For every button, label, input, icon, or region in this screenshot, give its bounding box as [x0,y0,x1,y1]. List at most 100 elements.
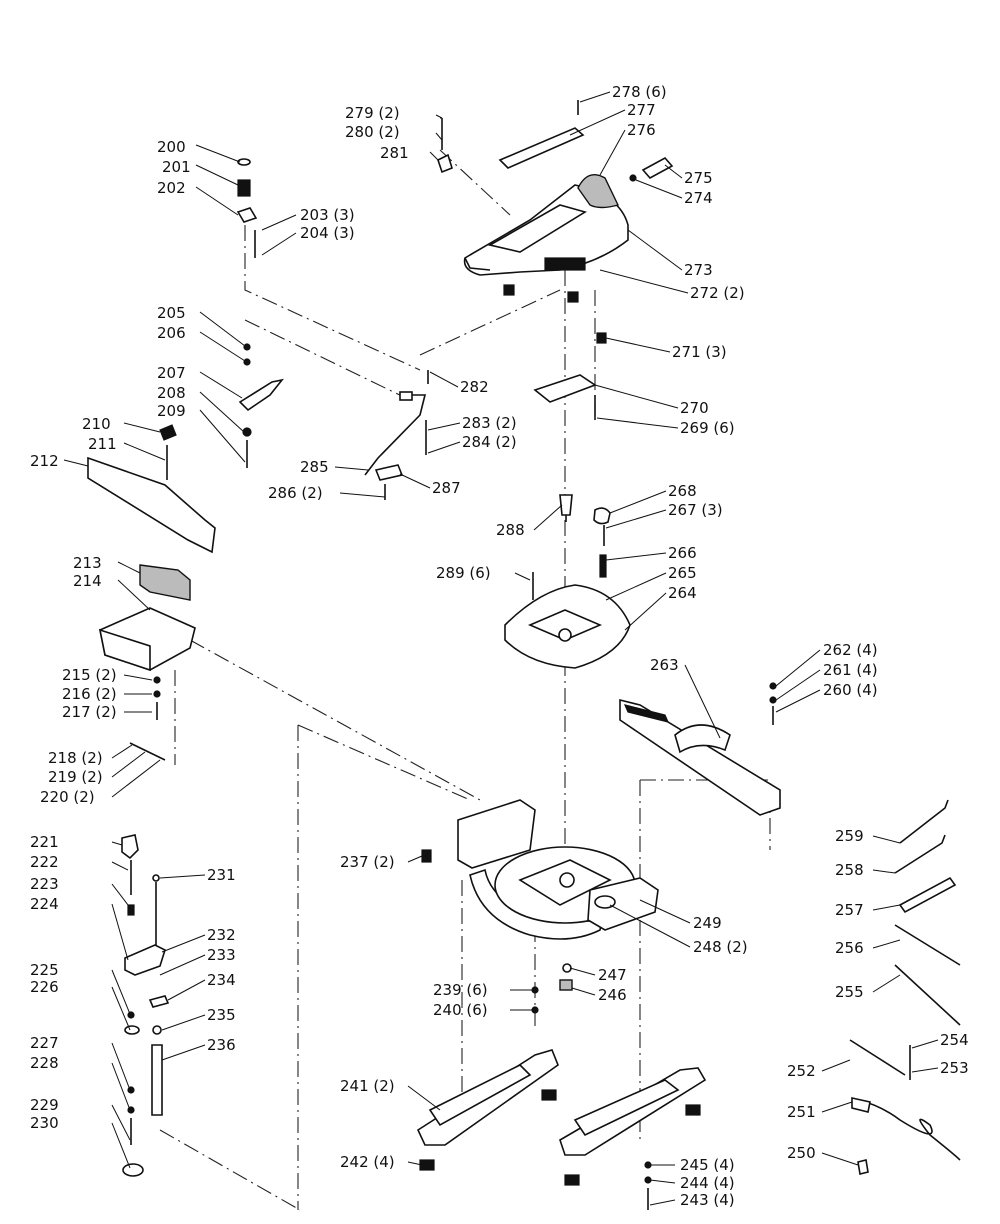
label-283: 283 (2) [462,414,517,432]
label-244: 244 (4) [680,1174,735,1192]
label-245: 245 (4) [680,1156,735,1174]
label-237: 237 (2) [340,853,395,871]
label-243: 243 (4) [680,1191,735,1209]
label-265: 265 [668,564,697,582]
label-264: 264 [668,584,697,602]
label-276: 276 [627,121,656,139]
label-225: 225 [30,961,59,979]
label-277: 277 [627,101,656,119]
label-222: 222 [30,853,59,871]
label-239: 239 (6) [433,981,488,999]
label-246: 246 [598,986,627,1004]
label-260: 260 (4) [823,681,878,699]
label-208: 208 [157,384,186,402]
label-288: 288 [496,521,525,539]
label-270: 270 [680,399,709,417]
label-211: 211 [88,435,117,453]
label-269: 269 (6) [680,419,735,437]
label-251: 251 [787,1103,816,1121]
label-259: 259 [835,827,864,845]
label-240: 240 (6) [433,1001,488,1019]
label-268: 268 [668,482,697,500]
block-213 [139,564,191,601]
label-266: 266 [668,544,697,562]
label-280: 280 (2) [345,123,400,141]
label-279: 279 (2) [345,104,400,122]
knob-assembly-200-202 [236,158,258,258]
label-241: 241 (2) [340,1077,395,1095]
plate-277 [498,127,585,169]
plate-270 [533,332,607,420]
label-220: 220 (2) [40,788,95,806]
label-235: 235 [207,1006,236,1024]
lock-assembly-221-236 [121,834,170,1177]
label-263: 263 [650,656,679,674]
label-231: 231 [207,866,236,884]
label-201: 201 [162,158,191,176]
foot-left-241 [416,1049,559,1171]
base-249 [421,799,659,1014]
label-258: 258 [835,861,864,879]
label-234: 234 [207,971,236,989]
label-289: 289 (6) [436,564,491,582]
label-286: 286 (2) [268,484,323,502]
assembly-guide-lines [159,149,771,1211]
label-232: 232 [207,926,236,944]
label-261: 261 (4) [823,661,878,679]
label-247: 247 [598,966,627,984]
label-217: 217 (2) [62,703,117,721]
block-214 [98,607,196,761]
label-236: 236 [207,1036,236,1054]
label-229: 229 [30,1096,59,1114]
clip-281 [437,118,453,174]
label-205: 205 [157,304,186,322]
label-272: 272 (2) [690,284,745,302]
handle-275 [629,156,674,182]
label-212: 212 [30,452,59,470]
label-215: 215 (2) [62,666,117,684]
label-207: 207 [157,364,186,382]
pivot-288-and-pins [532,494,611,600]
table-264 [504,584,631,669]
motor-cover-273 [463,174,629,303]
label-257: 257 [835,901,864,919]
label-285: 285 [300,458,329,476]
label-228: 228 [30,1054,59,1072]
extension-263 [619,682,781,816]
label-233: 233 [207,946,236,964]
label-252: 252 [787,1062,816,1080]
label-216: 216 (2) [62,685,117,703]
label-209: 209 [157,402,186,420]
label-249: 249 [693,914,722,932]
label-202: 202 [157,179,186,197]
label-214: 214 [73,572,102,590]
label-254: 254 [940,1031,969,1049]
label-282: 282 [460,378,489,396]
label-218: 218 (2) [48,749,103,767]
leader-lines [63,91,939,1206]
label-200: 200 [157,138,186,156]
label-278: 278 (6) [612,83,667,101]
label-226: 226 [30,978,59,996]
label-227: 227 [30,1034,59,1052]
label-274: 274 [684,189,713,207]
label-262: 262 (4) [823,641,878,659]
label-248: 248 (2) [693,938,748,956]
label-271: 271 (3) [672,343,727,361]
label-281: 281 [380,144,409,162]
fence-212 [87,424,216,554]
label-253: 253 [940,1059,969,1077]
label-242: 242 (4) [340,1153,395,1171]
label-206: 206 [157,324,186,342]
label-213: 213 [73,554,102,572]
label-224: 224 [30,895,59,913]
label-210: 210 [82,415,111,433]
label-255: 255 [835,983,864,1001]
label-221: 221 [30,833,59,851]
label-275: 275 [684,169,713,187]
label-223: 223 [30,875,59,893]
tools-250-259 [849,799,961,1175]
label-203: 203 (3) [300,206,355,224]
foot-right-241 [559,1067,707,1210]
